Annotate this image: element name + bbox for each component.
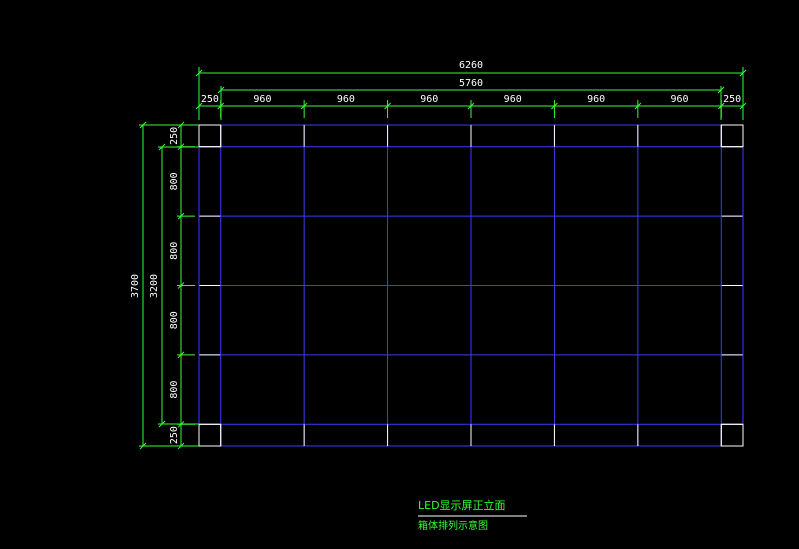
- left-segment-tick: [177, 121, 185, 129]
- overall-width-tick-left: [195, 69, 203, 77]
- overall-width-label: 6260: [459, 60, 483, 71]
- corner-cell: [198, 124, 222, 148]
- overall-height-tick-top: [139, 121, 147, 129]
- left-segment-label: 800: [169, 381, 180, 399]
- top-segment-labels: 250 960 960 960 960 960 960 250: [201, 94, 741, 105]
- inner-width-tick-right: [717, 86, 725, 94]
- top-segment-label: 960: [587, 94, 605, 105]
- overall-height-label: 3700: [130, 274, 141, 298]
- left-segment-tick: [177, 212, 185, 220]
- top-segment-label: 960: [420, 94, 438, 105]
- top-segment-label: 960: [253, 94, 271, 105]
- segment-tick: [634, 102, 642, 110]
- left-dimensions: [139, 121, 199, 450]
- top-segment-label: 250: [201, 94, 219, 105]
- left-segment-tick: [177, 282, 185, 289]
- top-segment-label: 250: [723, 94, 741, 105]
- title-line-1: LED显示屏正立面: [418, 498, 506, 512]
- segment-tick: [551, 102, 558, 110]
- inner-width-tick-left: [217, 86, 225, 94]
- left-segment-tick: [177, 351, 185, 359]
- top-segment-label: 960: [504, 94, 522, 105]
- inner-height-tick-top: [158, 143, 166, 151]
- left-segment-label: 800: [169, 172, 180, 190]
- left-segment-label: 800: [169, 242, 180, 260]
- segment-tick: [467, 102, 475, 110]
- left-segment-tick: [177, 143, 185, 151]
- segment-tick: [300, 102, 308, 110]
- left-segment-tick: [177, 442, 185, 450]
- panel-grid: [198, 124, 744, 447]
- segment-tick: [739, 102, 747, 110]
- top-segment-label: 960: [671, 94, 689, 105]
- segment-tick: [195, 102, 203, 110]
- corner-cell: [720, 423, 744, 447]
- left-segment-label: 800: [169, 311, 180, 329]
- corner-cell: [720, 124, 744, 148]
- segment-tick: [717, 102, 725, 110]
- inner-height-label: 3200: [149, 274, 160, 298]
- left-segment-labels: 250 800 800 800 800 250: [169, 127, 180, 444]
- title-line-2: 箱体排列示意图: [418, 519, 488, 532]
- overall-width-tick-right: [739, 69, 747, 77]
- left-segment-tick: [177, 420, 185, 428]
- segment-tick: [384, 102, 391, 110]
- overall-height-tick-bottom: [139, 442, 147, 450]
- segment-tick: [217, 102, 225, 110]
- top-dimensions: [195, 67, 747, 120]
- inner-width-label: 5760: [459, 78, 483, 89]
- left-segment-label: 250: [169, 127, 180, 145]
- inner-height-tick-bottom: [158, 420, 166, 428]
- left-segment-label: 250: [169, 426, 180, 444]
- top-segment-label: 960: [337, 94, 355, 105]
- corner-cell: [198, 423, 222, 447]
